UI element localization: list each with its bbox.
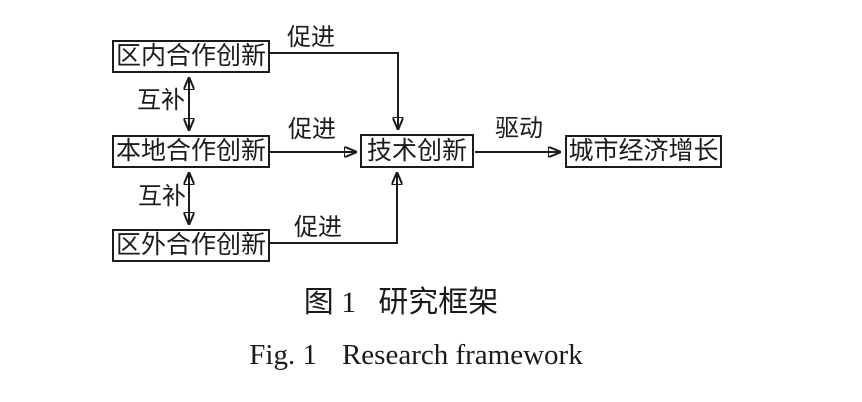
arrow-promote-top xyxy=(270,52,398,129)
edge-label-promote-middle: 促进 xyxy=(288,117,336,143)
edge-label-promote-top: 促进 xyxy=(287,25,335,51)
node-growth-label: 城市经济增长 xyxy=(568,138,719,165)
edge-label-promote-bottom: 促进 xyxy=(294,215,342,241)
node-tech-label: 技术创新 xyxy=(366,137,467,165)
edge-label-complement-lower: 互补 xyxy=(138,184,186,210)
figure-caption-en-title: Research framework xyxy=(341,339,583,371)
node-urban-economic-growth: 城市经济增长 xyxy=(565,135,722,168)
edge-label-complement-upper: 互补 xyxy=(137,88,185,114)
node-extra-region-innovation: 区外合作创新 xyxy=(112,229,270,262)
node-intra-region-innovation: 区内合作创新 xyxy=(112,40,270,73)
node-tech-innovation: 技术创新 xyxy=(360,134,474,168)
edge-label-drive: 驱动 xyxy=(495,116,543,142)
figure-caption-en: Fig. 1 Research framework xyxy=(249,341,582,370)
figure-caption-zh-title: 研究框架 xyxy=(378,286,499,319)
figure-caption-zh: 图 1 研究框架 xyxy=(304,288,499,318)
node-local-innovation: 本地合作创新 xyxy=(112,135,270,168)
arrow-promote-bottom xyxy=(270,173,397,244)
node-intra-region-label: 区内合作创新 xyxy=(115,43,266,70)
figure-caption-zh-number: 图 1 xyxy=(303,286,357,319)
figure-caption-en-number: Fig. 1 xyxy=(249,339,317,371)
node-extra-region-label: 区外合作创新 xyxy=(115,232,266,259)
node-local-label: 本地合作创新 xyxy=(115,138,266,165)
